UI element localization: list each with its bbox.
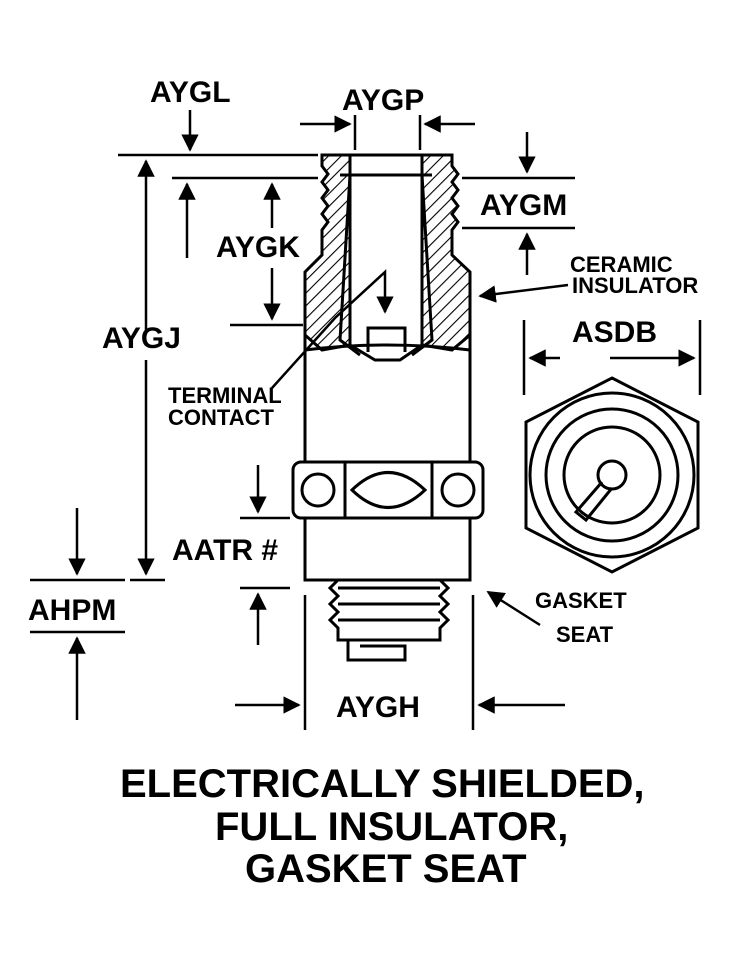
label-aygm: AYGM <box>480 189 567 222</box>
lower-sleeve <box>303 516 472 582</box>
label-gasket-1: GASKET <box>535 588 627 613</box>
label-ahpm: AHPM <box>28 594 116 627</box>
plug-body <box>291 153 485 662</box>
label-aygj: AYGJ <box>102 322 181 355</box>
body-sleeve <box>303 335 472 462</box>
terminal-contact <box>366 326 407 352</box>
hex-end-view <box>524 376 700 574</box>
caption: ELECTRICALLY SHIELDED, FULL INSULATOR, G… <box>120 762 645 891</box>
label-aygp: AYGP <box>342 84 424 117</box>
label-ceramic-1: CERAMIC <box>570 252 673 277</box>
caption-line-1: ELECTRICALLY SHIELDED, <box>120 762 645 806</box>
label-aygk: AYGK <box>216 231 300 264</box>
label-terminal-2: CONTACT <box>168 405 274 430</box>
hex-nut <box>291 460 485 520</box>
label-ceramic-2: INSULATOR <box>572 273 698 298</box>
dimension-labels: AYGL AYGP AYGM AYGK AYGJ ASDB AATR # AHP… <box>28 76 698 724</box>
label-aygl: AYGL <box>150 76 231 109</box>
caption-line-2: FULL INSULATOR, <box>215 805 568 849</box>
label-terminal-1: TERMINAL <box>168 383 282 408</box>
dimension-lines <box>30 110 702 730</box>
label-aygh: AYGH <box>336 691 420 724</box>
label-asdb: ASDB <box>572 316 657 349</box>
lower-thread <box>327 578 451 642</box>
caption-line-3: GASKET SEAT <box>245 847 527 891</box>
label-aatr: AATR # <box>172 534 278 567</box>
label-gasket-2: SEAT <box>556 622 614 647</box>
shell-right-hatched <box>420 153 472 352</box>
shell-left-hatched <box>303 153 352 352</box>
ground-electrode <box>346 640 407 662</box>
